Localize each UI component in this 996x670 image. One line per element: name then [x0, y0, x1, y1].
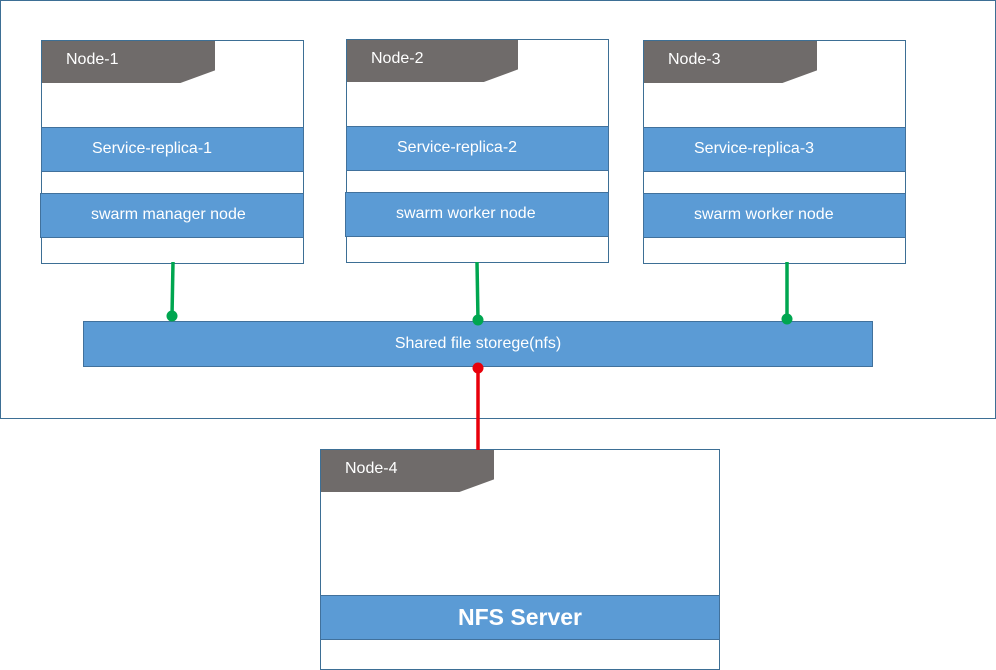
node-3-service-bar: Service-replica-3 — [643, 127, 906, 172]
node-2-title: Node-2 — [347, 40, 518, 82]
node-2-storage-link — [475, 261, 480, 321]
node-2-service-bar: Service-replica-2 — [346, 126, 609, 171]
node-3-role-bar: swarm worker node — [643, 193, 906, 238]
node-1-storage-joint — [166, 310, 178, 322]
node-2-role-bar: swarm worker node — [345, 192, 609, 237]
node-1-role-bar: swarm manager node — [40, 193, 304, 238]
nfs-server-bar: NFS Server — [320, 595, 720, 640]
node-2-storage-joint — [472, 314, 484, 326]
node-3-storage-joint — [781, 313, 793, 325]
node-1-storage-link — [170, 261, 175, 317]
nfs-storage-joint — [472, 362, 484, 374]
node-1-title: Node-1 — [42, 41, 215, 83]
node-1-service-bar: Service-replica-1 — [41, 127, 304, 172]
node-3-title: Node-3 — [644, 41, 817, 83]
node-4-title: Node-4 — [321, 450, 494, 492]
